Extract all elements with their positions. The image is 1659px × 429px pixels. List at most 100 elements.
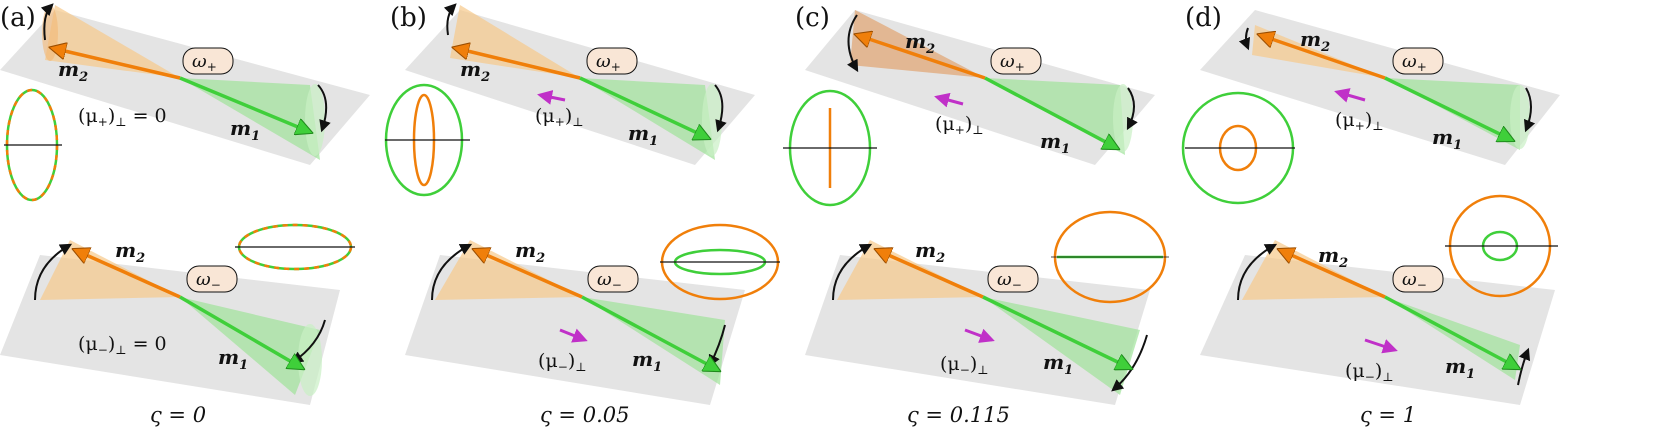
m2-symbol: m	[58, 57, 79, 81]
mu-plus-arrow	[1334, 88, 1366, 103]
top-cone-m1-base	[305, 84, 325, 156]
top-cone-m1-base	[702, 84, 722, 156]
top-m1-vector	[984, 76, 1117, 148]
varsigma-label: ς = 0	[150, 403, 206, 427]
bottom-cone-m1	[983, 297, 1140, 395]
omega-minus-box	[186, 265, 238, 293]
bottom-m1-label: m1	[218, 345, 248, 373]
mu-symbol: (μ	[935, 113, 955, 135]
m1-symbol: m	[632, 347, 653, 371]
mu-close-paren: )	[1375, 360, 1382, 382]
omega-plus-label: ω+	[1402, 51, 1427, 74]
top-m1-vector	[179, 76, 310, 132]
mu-perp: ⊥	[115, 343, 126, 357]
m1-symbol: m	[218, 345, 239, 369]
mu-plus-arrow	[934, 92, 964, 108]
mu-symbol: (μ	[1345, 360, 1365, 382]
m1-subscript: 1	[1061, 142, 1070, 157]
top-cone-m1-base	[1113, 84, 1133, 152]
m2-symbol: m	[460, 57, 481, 81]
m2-symbol: m	[905, 29, 926, 53]
top-cone-m2	[45, 5, 180, 78]
varsigma-label: ς = 1	[1360, 403, 1416, 427]
mu-minus-label: (μ−)⊥	[940, 353, 989, 377]
omega-symbol: ω	[1402, 269, 1417, 290]
mu-subscript: +	[98, 115, 108, 129]
bottom-m1-label: m1	[632, 347, 662, 375]
bottom-m2-vector	[877, 250, 984, 299]
top-m2-vector	[857, 35, 986, 80]
top-m2-vector	[52, 48, 181, 80]
bottom-m2-vector	[475, 250, 583, 299]
top-m1-label: m1	[230, 116, 260, 144]
bottom-m1-vector	[179, 295, 302, 368]
omega-plus-label: ω+	[596, 51, 621, 74]
omega-plus-box	[586, 47, 638, 75]
bottom-precession-m2-arrow	[1237, 243, 1278, 301]
top-m2-vector	[1260, 35, 1386, 80]
mu-subscript: +	[555, 115, 565, 129]
bottom-m1-vector	[581, 295, 718, 370]
top-cone-m2	[850, 10, 985, 78]
mu-subscript: +	[955, 123, 965, 137]
top-cone-m1	[180, 78, 320, 160]
m1-symbol: m	[1040, 129, 1061, 153]
omega-subscript: −	[1417, 278, 1427, 292]
omega-minus-label: ω−	[997, 269, 1022, 292]
mu-close-paren: )	[970, 353, 977, 375]
varsigma-label: ς = 0.05	[540, 403, 629, 427]
mu-plus-label: (μ+)⊥	[1335, 109, 1384, 133]
panel-letter: (a)	[0, 3, 36, 33]
omega-minus-label: ω−	[196, 269, 221, 292]
panel-letter: (d)	[1185, 3, 1222, 33]
mu-minus-label: (μ−)⊥	[538, 350, 587, 374]
m2-subscript: 2	[480, 70, 490, 85]
top-cone-m1	[580, 78, 715, 160]
top-precession-m1-arrow	[1126, 87, 1138, 131]
top-precession-m2-arrow	[1238, 27, 1251, 51]
top-m1-label: m1	[1040, 129, 1070, 157]
m1-subscript: 1	[239, 358, 248, 373]
top-m1-vector	[1384, 76, 1512, 140]
mu-subscript: −	[1365, 370, 1375, 384]
top-cone-m1-base	[1510, 85, 1530, 149]
bottom-m1-label: m1	[1043, 350, 1073, 378]
omega-plus-box	[990, 47, 1042, 75]
varsigma-label: ς = 0.115	[907, 403, 1010, 427]
m2-subscript: 2	[535, 251, 545, 266]
bottom-m1-vector	[982, 295, 1130, 368]
omega-symbol: ω	[196, 269, 211, 290]
mu-equals: = 0	[127, 333, 167, 355]
m1-subscript: 1	[1064, 363, 1073, 378]
bottom-m2-label: m2	[115, 238, 145, 266]
m1-symbol: m	[230, 116, 251, 140]
bottom-m2-vector	[1280, 250, 1386, 299]
bottom-precession-m1-arrow	[1517, 347, 1531, 386]
mu-perp: ⊥	[972, 123, 983, 137]
omega-plus-box	[182, 47, 234, 75]
omega-subscript: +	[611, 60, 621, 74]
omega-subscript: −	[1012, 278, 1022, 292]
mu-close-paren: )	[568, 350, 575, 372]
mu-symbol: (μ	[535, 105, 555, 127]
m1-symbol: m	[1445, 354, 1466, 378]
omega-symbol: ω	[997, 269, 1012, 290]
bottom-precession-m2-arrow	[832, 243, 873, 301]
bottom-precession-m2-arrow	[431, 243, 473, 301]
m1-subscript: 1	[1466, 367, 1475, 382]
omega-symbol: ω	[596, 51, 611, 72]
omega-minus-box	[987, 265, 1039, 293]
mu-subscript: −	[558, 360, 568, 374]
omega-subscript: +	[1015, 60, 1025, 74]
mu-perp: ⊥	[115, 115, 126, 129]
mu-close-paren: )	[108, 105, 115, 127]
mu-plus-label: (μ+)⊥	[535, 105, 584, 129]
omega-symbol: ω	[597, 269, 612, 290]
top-precession-m1-arrow	[317, 84, 331, 133]
mu-subscript: −	[98, 343, 108, 357]
top-m2-label: m2	[460, 57, 490, 85]
bottom-cone-m1	[180, 297, 320, 395]
m2-subscript: 2	[135, 251, 145, 266]
m2-symbol: m	[515, 238, 536, 262]
